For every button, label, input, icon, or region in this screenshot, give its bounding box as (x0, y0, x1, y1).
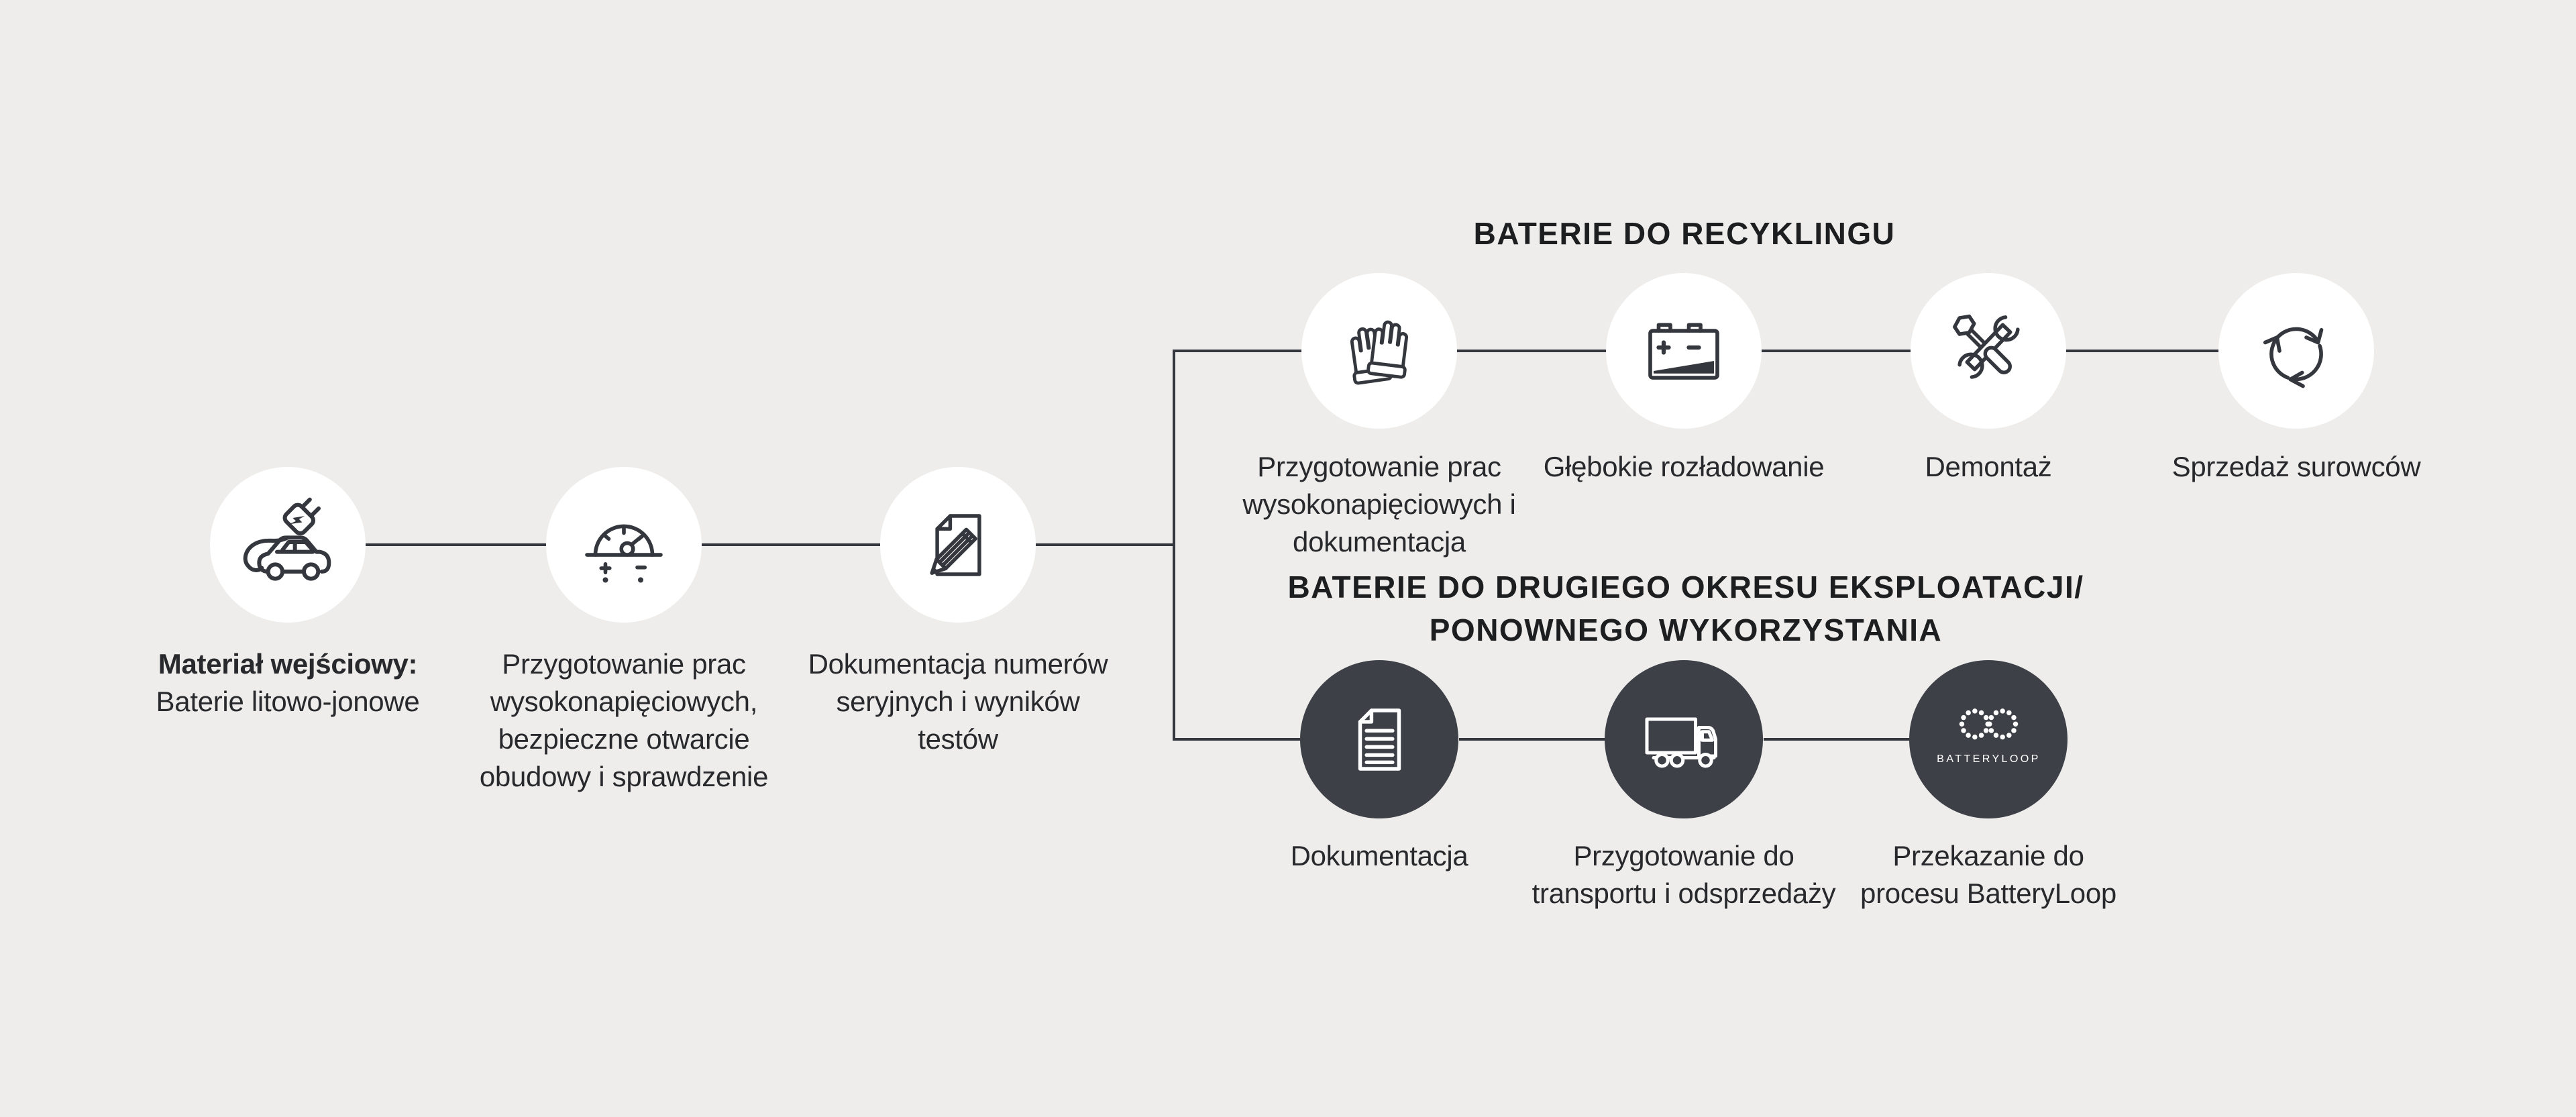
label-line: Demontaż (1925, 451, 2052, 482)
label-line: testów (918, 723, 998, 755)
label-batteryloop-handover: Przekazanie do procesu BatteryLoop (1860, 837, 2116, 912)
label-dismantling: Demontaż (1925, 448, 2051, 486)
label-input-material: Materiał wejściowy: Baterie litowo-jonow… (156, 645, 420, 721)
batteryloop-logo: BATTERYLOOP (1937, 708, 2041, 765)
stage-circle-serial-documentation (880, 467, 1036, 623)
stage-circle-gloves-prep (1301, 273, 1457, 429)
batteryloop-wordmark: BATTERYLOOP (1937, 753, 2041, 765)
tools-icon (1952, 314, 2020, 379)
stage-circle-material-sale (2218, 273, 2374, 429)
stage-circle-hv-preparation (546, 467, 702, 623)
label-line: wysokonapięciowych i (1242, 488, 1516, 520)
truck-icon (1645, 717, 1717, 768)
label-material-sale: Sprzedaż surowców (2172, 448, 2421, 486)
label-hv-preparation: Przygotowanie prac wysokonapięciowych, b… (479, 645, 769, 796)
safety-gloves-icon (1350, 320, 1408, 384)
voltage-gauge-icon (585, 524, 663, 583)
label-line: Baterie litowo-jonowe (156, 686, 420, 717)
label-serial-documentation: Dokumentacja numerów seryjnych i wyników… (808, 645, 1108, 758)
label-line: Dokumentacja (1290, 840, 1468, 871)
document-icon (1358, 708, 1401, 771)
label-line: Przygotowanie do (1573, 840, 1794, 871)
label-gloves-prep: Przygotowanie prac wysokonapięciowych i … (1242, 448, 1516, 561)
label-line: Przekazanie do (1892, 840, 2084, 871)
batteryloop-dots (1959, 708, 2018, 739)
second-life-title-line1: BATERIE DO DRUGIEGO OKRESU EKSPLOATACJI/ (1287, 570, 2084, 604)
label-line: bezpieczne otwarcie (498, 723, 750, 755)
label-line: Materiał wejściowy: (158, 648, 418, 680)
stage-circle-batteryloop: BATTERYLOOP (1909, 660, 2068, 818)
label-line: transportu i odsprzedaży (1532, 877, 1836, 909)
label-line: Przygotowanie prac (1257, 451, 1501, 482)
recycling-arrows-icon (2263, 327, 2324, 388)
label-line: wysokonapięciowych, (490, 686, 758, 717)
stage-circle-input-material (210, 467, 366, 623)
stage-circle-deep-discharge (1606, 273, 1762, 429)
car-battery-icon (1648, 323, 1719, 380)
label-line: Przygotowanie prac (502, 648, 746, 680)
second-life-title-line2: PONOWNEGO WYKORZYSTANIA (1429, 613, 1943, 647)
label-line: Głębokie rozładowanie (1543, 451, 1825, 482)
second-life-branch-title: BATERIE DO DRUGIEGO OKRESU EKSPLOATACJI/… (1287, 566, 2084, 651)
label-line: procesu BatteryLoop (1860, 877, 2116, 909)
label-transport: Przygotowanie do transportu i odsprzedaż… (1532, 837, 1836, 912)
label-documentation: Dokumentacja (1291, 837, 1468, 875)
stage-circle-dismantling (1911, 273, 2066, 429)
label-line: Dokumentacja numerów (808, 648, 1108, 680)
recycling-branch-title: BATERIE DO RECYKLINGU (1473, 216, 1896, 251)
label-line: dokumentacja (1293, 526, 1466, 557)
document-pencil-icon (929, 513, 981, 576)
electric-car-icon (243, 497, 331, 581)
label-line: obudowy i sprawdzenie (479, 761, 769, 792)
stage-circle-transport (1605, 660, 1763, 818)
label-line: Sprzedaż surowców (2171, 451, 2421, 482)
label-line: seryjnych i wyników (836, 686, 1080, 717)
stage-circle-documentation (1300, 660, 1458, 818)
label-deep-discharge: Głębokie rozładowanie (1544, 448, 1825, 486)
